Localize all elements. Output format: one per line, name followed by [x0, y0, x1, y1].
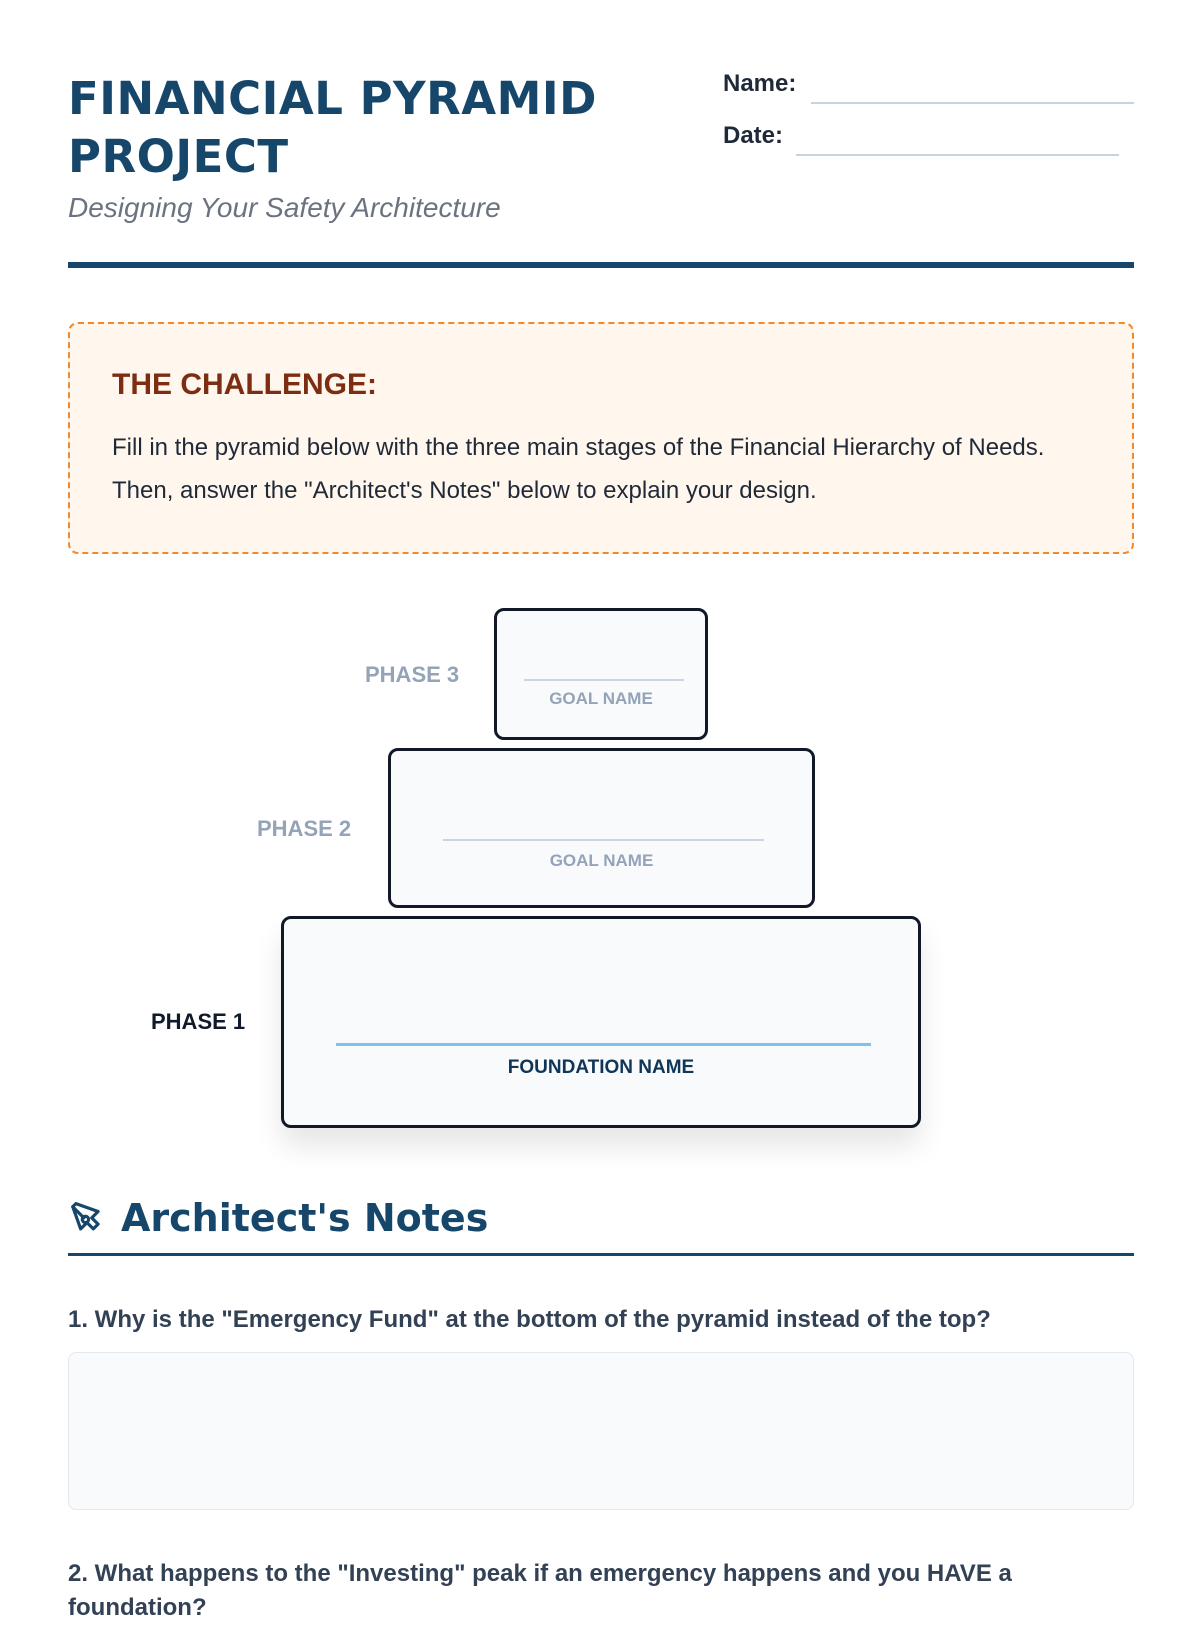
- date-label: Date:: [723, 122, 784, 149]
- phase-3-block[interactable]: GOAL NAME: [494, 608, 708, 740]
- architects-notes-header: Architect's Notes: [68, 1196, 1134, 1256]
- phase-1-label: PHASE 1: [151, 1009, 246, 1034]
- name-label: Name:: [723, 70, 797, 97]
- phase-3-label: PHASE 3: [365, 662, 460, 687]
- architects-notes-title: Architect's Notes: [121, 1196, 489, 1240]
- phase-1-answer-line[interactable]: [336, 1043, 871, 1046]
- question-1: 1. Why is the "Emergency Fund" at the bo…: [68, 1306, 991, 1333]
- challenge-text: Fill in the pyramid below with the three…: [112, 434, 1045, 504]
- page-title: FINANCIAL PYRAMID PROJECT: [68, 72, 597, 183]
- student-fields: Name: Date:: [723, 70, 1134, 174]
- question-2: 2. What happens to the "Investing" peak …: [68, 1560, 1012, 1621]
- date-field[interactable]: Date:: [723, 122, 1134, 174]
- phase-3-goal-label: GOAL NAME: [549, 689, 653, 708]
- header-divider: [68, 262, 1134, 268]
- worksheet-header: FINANCIAL PYRAMID PROJECT Designing Your…: [68, 70, 1134, 270]
- phase-1-block[interactable]: FOUNDATION NAME: [281, 916, 921, 1128]
- phase-1-foundation-label: FOUNDATION NAME: [507, 1057, 695, 1078]
- date-line[interactable]: [796, 154, 1119, 156]
- answer-box-1[interactable]: [68, 1352, 1134, 1510]
- phase-3-answer-line[interactable]: [524, 679, 684, 681]
- page-subtitle: Designing Your Safety Architecture: [68, 192, 501, 223]
- phase-2-goal-label: GOAL NAME: [549, 851, 654, 870]
- pen-tool-icon: [71, 1202, 100, 1231]
- challenge-box: THE CHALLENGE: Fill in the pyramid below…: [68, 322, 1134, 554]
- name-field[interactable]: Name:: [723, 70, 1134, 122]
- name-line[interactable]: [811, 102, 1134, 104]
- phase-2-answer-line[interactable]: [443, 839, 764, 841]
- challenge-title: THE CHALLENGE:: [112, 368, 377, 401]
- phase-2-label: PHASE 2: [257, 816, 352, 841]
- phase-2-block[interactable]: GOAL NAME: [388, 748, 815, 908]
